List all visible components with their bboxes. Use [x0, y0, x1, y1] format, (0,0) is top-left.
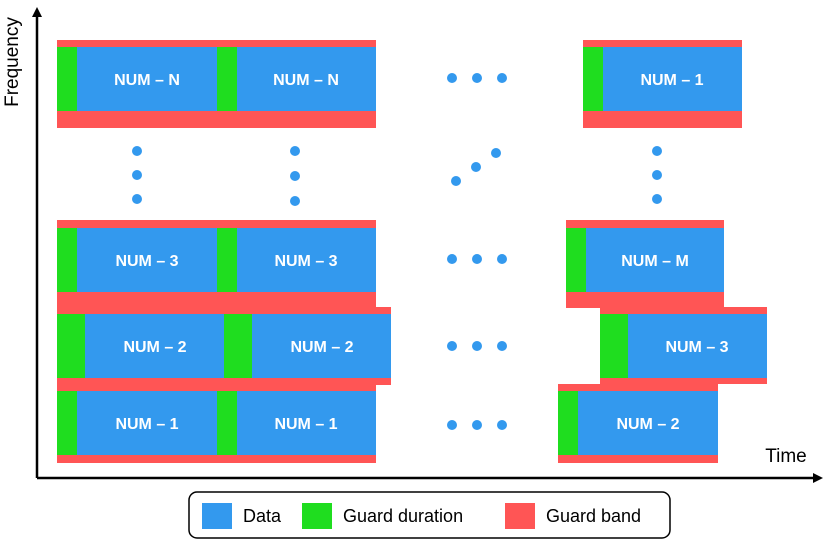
block-label: NUM – 1 [274, 416, 337, 433]
block-top-2: NUM – N [217, 40, 376, 128]
ellipsis-horizontal-top [447, 73, 507, 83]
ellipsis-vertical-col3 [652, 146, 662, 204]
ellipsis-horizontal-row2 [447, 341, 507, 351]
block-label: NUM – 3 [115, 253, 178, 270]
block-top-1: NUM – N [57, 40, 217, 128]
block-label: NUM – 3 [274, 253, 337, 270]
x-axis-label: Time [765, 446, 807, 467]
block-label: NUM – M [621, 253, 689, 270]
legend-label-data: Data [243, 506, 282, 526]
block-label: NUM – 2 [616, 416, 679, 433]
block-label: NUM – 2 [123, 339, 186, 356]
block-row2-1: NUM – 2 [57, 307, 224, 391]
block-label: NUM – N [273, 72, 339, 89]
legend-swatch-guard-duration [302, 503, 332, 529]
legend-label-guard-duration: Guard duration [343, 506, 463, 526]
y-axis-label: Frequency [2, 17, 23, 107]
legend: Data Guard duration Guard band [188, 491, 671, 539]
block-row1-1: NUM – 1 [57, 384, 217, 463]
ellipsis-horizontal-row1 [447, 420, 507, 430]
block-row2-3: NUM – 3 [600, 307, 767, 384]
block-row3-3: NUM – M [566, 220, 724, 308]
ellipsis-vertical-col1 [132, 146, 142, 204]
block-label: NUM – 2 [290, 339, 353, 356]
block-label: NUM – N [114, 72, 180, 89]
block-row1-3: NUM – 2 [558, 384, 718, 463]
block-top-3: NUM – 1 [583, 40, 742, 128]
block-label: NUM – 3 [665, 339, 728, 356]
ellipsis-vertical-col2 [290, 146, 300, 206]
ellipsis-horizontal-row3 [447, 254, 507, 264]
block-label: NUM – 1 [640, 72, 703, 89]
block-row3-1: NUM – 3 [57, 220, 217, 308]
block-row1-2: NUM – 1 [217, 384, 376, 463]
block-row2-2: NUM – 2 [224, 307, 391, 385]
legend-label-guard-band: Guard band [546, 506, 641, 526]
ellipsis-diagonal [451, 148, 501, 186]
block-label: NUM – 1 [115, 416, 178, 433]
block-row3-2: NUM – 3 [217, 220, 376, 308]
legend-swatch-guard-band [505, 503, 535, 529]
legend-swatch-data [202, 503, 232, 529]
